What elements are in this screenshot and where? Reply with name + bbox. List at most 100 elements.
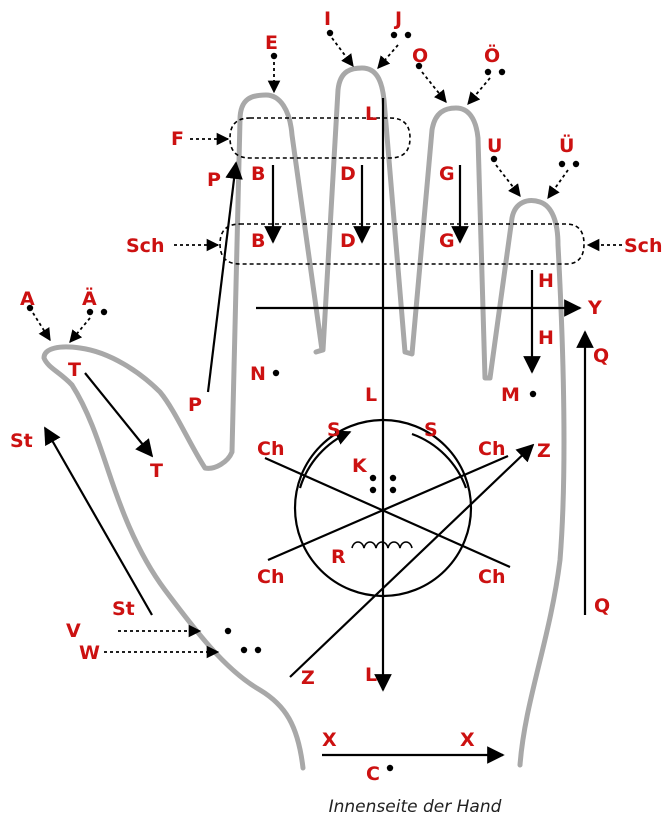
label-Q-top: Q <box>593 345 609 367</box>
label-Y: Y <box>587 297 602 319</box>
lower-finger-band <box>219 223 585 265</box>
label-L-mid: L <box>365 384 377 406</box>
label-H-bottom: H <box>538 327 554 349</box>
dashed-arrow-O <box>421 71 447 103</box>
label-L-bottom: L <box>365 664 377 686</box>
squiggle-R <box>351 541 413 549</box>
dot-OE-1 <box>484 68 492 76</box>
label-Ch-top-left: Ch <box>257 438 284 460</box>
diagram-caption: Innenseite der Hand <box>329 797 502 817</box>
dashed-arrow-AE <box>69 317 91 343</box>
dot-UE-2 <box>572 160 580 168</box>
label-U: U <box>487 135 502 157</box>
dot-OE-2 <box>498 68 506 76</box>
label-Q-bottom: Q <box>594 595 610 617</box>
dot-V <box>224 627 232 635</box>
label-St-top: St <box>10 430 33 452</box>
arc-S-left <box>298 430 352 489</box>
dashed-arrow-U <box>495 164 521 197</box>
label-St-bottom: St <box>112 598 135 620</box>
arrow-St <box>44 426 153 616</box>
label-C: C <box>366 763 380 785</box>
dot-A <box>26 304 34 312</box>
hand-outline-path <box>41 65 567 771</box>
arrow-Z <box>289 443 535 678</box>
label-H-top: H <box>538 270 554 292</box>
dot-W-1 <box>240 646 248 654</box>
label-Ch-bottom-left: Ch <box>257 566 284 588</box>
label-B-bottom: B <box>251 230 265 252</box>
dot-AE-2 <box>100 308 108 316</box>
dot-K-4 <box>389 486 397 494</box>
dot-UE-1 <box>558 160 566 168</box>
label-P-top: P <box>207 169 221 191</box>
line-Ch-1 <box>264 456 511 569</box>
label-M: M <box>501 384 520 406</box>
label-R: R <box>331 546 346 568</box>
arc-S-right <box>411 432 468 489</box>
dot-J-2 <box>404 31 412 39</box>
label-Z-bottom: Z <box>301 667 315 689</box>
arrows <box>44 98 594 764</box>
label-N: N <box>250 363 266 385</box>
label-B-top: B <box>251 163 265 185</box>
dot-AE-1 <box>86 308 94 316</box>
upper-finger-band <box>229 117 411 159</box>
label-L-top: L <box>365 103 377 125</box>
hand-outline <box>41 65 567 771</box>
dot-U <box>490 155 498 163</box>
label-W: W <box>79 642 100 664</box>
dot-K-1 <box>369 474 377 482</box>
finger-bands <box>219 117 585 265</box>
label-O: O <box>412 45 428 67</box>
label-Z-top: Z <box>537 440 551 462</box>
palm-circle <box>293 418 473 598</box>
dot-W-2 <box>254 646 262 654</box>
label-A: A <box>20 288 35 310</box>
arrow-T <box>84 372 154 458</box>
label-G-bottom: G <box>439 230 455 252</box>
label-F: F <box>171 128 184 150</box>
dot-M <box>529 390 537 398</box>
label-UE: Ü <box>559 133 574 157</box>
dashed-arrow-I <box>331 37 354 68</box>
dot-O <box>415 62 423 70</box>
label-I: I <box>324 8 331 30</box>
label-S-right: S <box>424 419 438 441</box>
label-X-right: X <box>460 729 475 751</box>
label-Sch-left: Sch <box>126 235 164 257</box>
dot-K-3 <box>389 474 397 482</box>
label-T-bottom: T <box>150 460 163 482</box>
dashed-arrow-J <box>377 44 399 69</box>
dot-E <box>270 52 278 60</box>
dashed-arrows <box>32 37 622 659</box>
label-Sch-right: Sch <box>624 235 662 257</box>
dot-N <box>272 369 280 377</box>
label-V: V <box>66 620 81 642</box>
label-K: K <box>352 455 368 477</box>
label-G-top: G <box>439 163 455 185</box>
dashed-arrow-A <box>32 312 51 342</box>
label-Ch-top-right: Ch <box>478 438 505 460</box>
letter-labels: E I J O Ö L F U Ü P B D G Sch B D G Sch … <box>10 8 662 785</box>
dot-K-2 <box>369 486 377 494</box>
dashed-arrow-UE <box>547 169 569 200</box>
label-OE: Ö <box>484 43 500 67</box>
label-J: J <box>393 8 402 30</box>
label-D-bottom: D <box>340 230 356 252</box>
label-T-top: T <box>68 359 81 381</box>
label-E: E <box>265 32 278 54</box>
arrow-P <box>206 161 243 393</box>
label-D-top: D <box>340 163 356 185</box>
label-P-bottom: P <box>188 394 202 416</box>
label-AE: Ä <box>82 286 97 310</box>
dot-J-1 <box>390 31 398 39</box>
dot-I <box>326 29 334 37</box>
line-Ch-2 <box>267 454 509 562</box>
label-S-left: S <box>327 419 341 441</box>
label-Ch-bottom-right: Ch <box>478 566 505 588</box>
dots <box>26 29 580 772</box>
label-X-left: X <box>322 729 337 751</box>
dot-C <box>386 764 394 772</box>
